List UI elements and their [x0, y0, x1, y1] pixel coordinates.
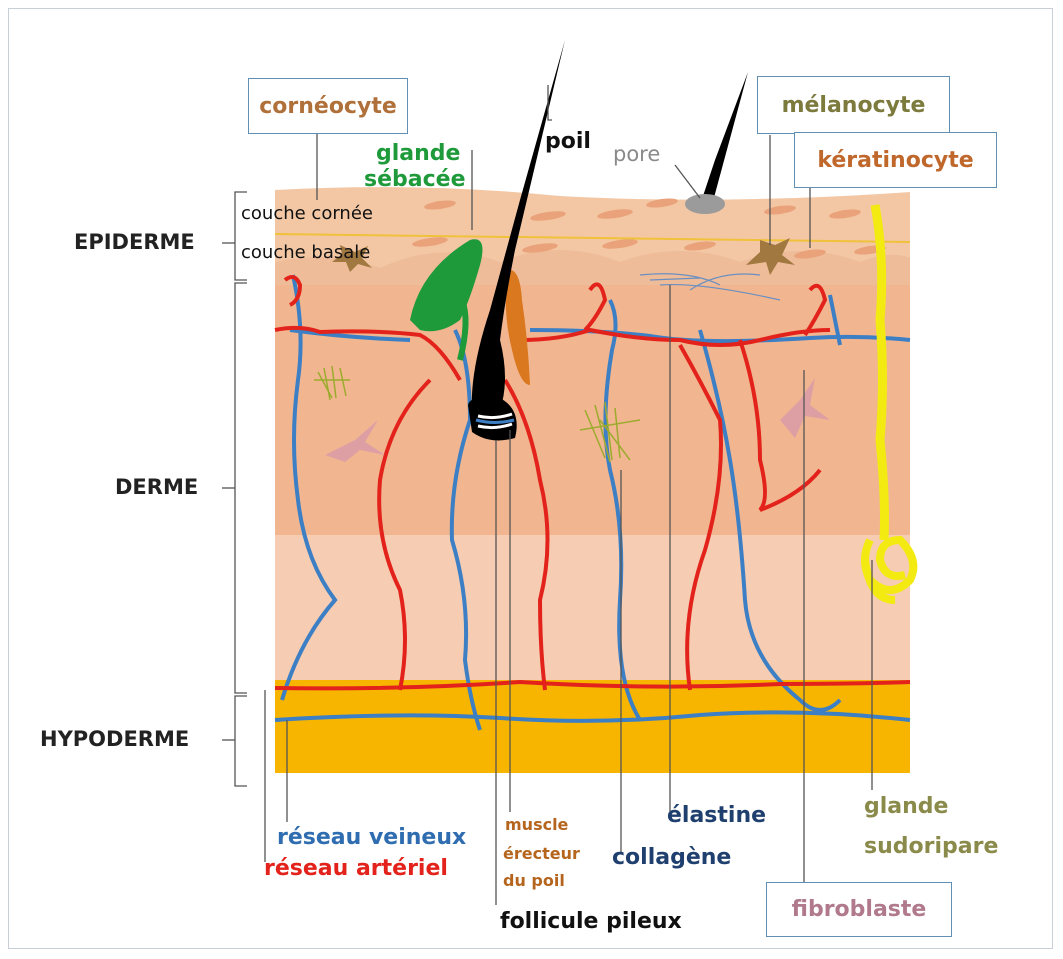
label-couche-basale: couche basale: [241, 243, 370, 263]
label-epiderme: EPIDERME: [74, 231, 195, 254]
label-pore: pore: [613, 143, 660, 166]
label-muscle-1: muscle: [505, 816, 568, 834]
label-fibroblaste: fibroblaste: [792, 897, 927, 922]
melanocyte-label-box: mélanocyte: [757, 76, 950, 134]
label-elastine: élastine: [667, 804, 766, 828]
label-derme: DERME: [115, 476, 198, 499]
label-reseau-veineux: réseau veineux: [277, 826, 466, 850]
pore: [685, 194, 725, 214]
label-couche-cornee: couche cornée: [241, 204, 373, 224]
hair-2: [700, 72, 748, 205]
label-melanocyte: mélanocyte: [782, 93, 926, 118]
label-poil: poil: [545, 130, 591, 154]
label-reseau-arteriel: réseau artériel: [264, 857, 448, 881]
label-glande-sebacee-2: sébacée: [364, 168, 466, 192]
label-muscle-3: du poil: [503, 872, 565, 890]
keratinocyte-label-box: kératinocyte: [794, 132, 997, 188]
dermis-lower-layer: [275, 535, 910, 685]
layer-brackets: [222, 192, 247, 786]
hypodermis-layer: [275, 680, 910, 773]
label-hypoderme: HYPODERME: [40, 728, 189, 751]
fibroblaste-label-box: fibroblaste: [766, 882, 952, 937]
label-keratinocyte: kératinocyte: [817, 148, 973, 173]
label-muscle-2: érecteur: [503, 845, 580, 863]
label-collagene: collagène: [612, 846, 731, 870]
label-glande-sebacee-1: glande: [376, 142, 460, 166]
label-glande-sudoripare-2: sudoripare: [864, 835, 998, 859]
label-corneocyte: cornéocyte: [259, 94, 397, 119]
label-follicule-pileux: follicule pileux: [500, 910, 682, 934]
label-glande-sudoripare-1: glande: [864, 795, 948, 819]
corneocyte-label-box: cornéocyte: [248, 78, 408, 134]
